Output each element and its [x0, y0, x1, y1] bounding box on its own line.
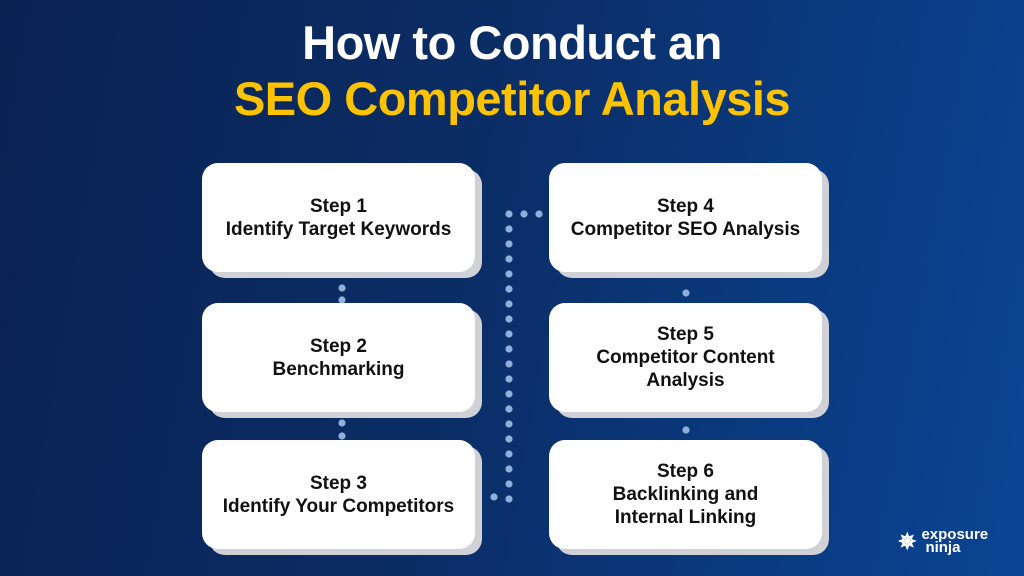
- exposure-ninja-logo: ✵ exposure ninja: [898, 526, 989, 556]
- step-5-card: Step 5 Competitor Content Analysis: [549, 303, 822, 412]
- step-text: Analysis: [646, 370, 725, 391]
- connector-dot: [505, 390, 513, 398]
- step-text: Backlinking and: [612, 484, 759, 505]
- step-4-card: Step 4 Competitor SEO Analysis: [549, 163, 822, 272]
- connector-dot: [505, 465, 513, 473]
- step-text: Internal Linking: [614, 507, 757, 528]
- step-3-card: Step 3 Identify Your Competitors: [202, 440, 475, 549]
- connector-dot: [505, 240, 513, 248]
- connector-dot: [505, 480, 513, 488]
- connector-dot: [682, 426, 690, 434]
- step-text: Competitor SEO Analysis: [570, 218, 801, 240]
- logo-line-1: exposure: [921, 526, 989, 543]
- connector-dot: [505, 360, 513, 368]
- connector-dot: [338, 419, 346, 427]
- step-6-card: Step 6 Backlinking and Internal Linking: [549, 440, 822, 549]
- connector-dot: [505, 345, 513, 353]
- connector-dot: [505, 420, 513, 428]
- connector-dot: [682, 289, 690, 297]
- connector-dot: [505, 330, 513, 338]
- step-text: Competitor Content: [596, 347, 775, 368]
- connector-dot: [338, 284, 346, 292]
- shuriken-star-icon: ✵: [898, 528, 917, 554]
- connector-dot: [505, 495, 513, 503]
- connector-dot: [505, 300, 513, 308]
- step-1-card: Step 1 Identify Target Keywords: [202, 163, 475, 272]
- connector-dot: [505, 450, 513, 458]
- connector-dot: [505, 405, 513, 413]
- step-text: Benchmarking: [272, 358, 405, 380]
- logo-line-2: ninja: [925, 539, 961, 556]
- connector-dot: [505, 210, 513, 218]
- connector-dot: [505, 255, 513, 263]
- connector-dot: [520, 210, 528, 218]
- connector-dot: [505, 270, 513, 278]
- title-line-2: SEO Competitor Analysis: [233, 72, 791, 125]
- step-label: Step 3: [309, 472, 368, 494]
- connector-dot: [505, 435, 513, 443]
- step-label: Step 6: [656, 461, 715, 482]
- connector-dot: [505, 315, 513, 323]
- step-2-card: Step 2 Benchmarking: [202, 303, 475, 412]
- connector-dot: [338, 432, 346, 440]
- connector-dot: [505, 375, 513, 383]
- connector-dot: [535, 210, 543, 218]
- step-text: Identify Your Competitors: [222, 495, 455, 517]
- step-label: Step 2: [309, 335, 368, 357]
- step-text: Identify Target Keywords: [225, 218, 452, 240]
- connector-dot: [505, 285, 513, 293]
- connector-dot: [338, 296, 346, 304]
- step-label: Step 4: [656, 195, 715, 217]
- connector-dot: [490, 493, 498, 501]
- step-label: Step 1: [309, 195, 368, 217]
- step-label: Step 5: [656, 324, 715, 345]
- connector-dot: [505, 225, 513, 233]
- title-line-1: How to Conduct an: [302, 16, 722, 69]
